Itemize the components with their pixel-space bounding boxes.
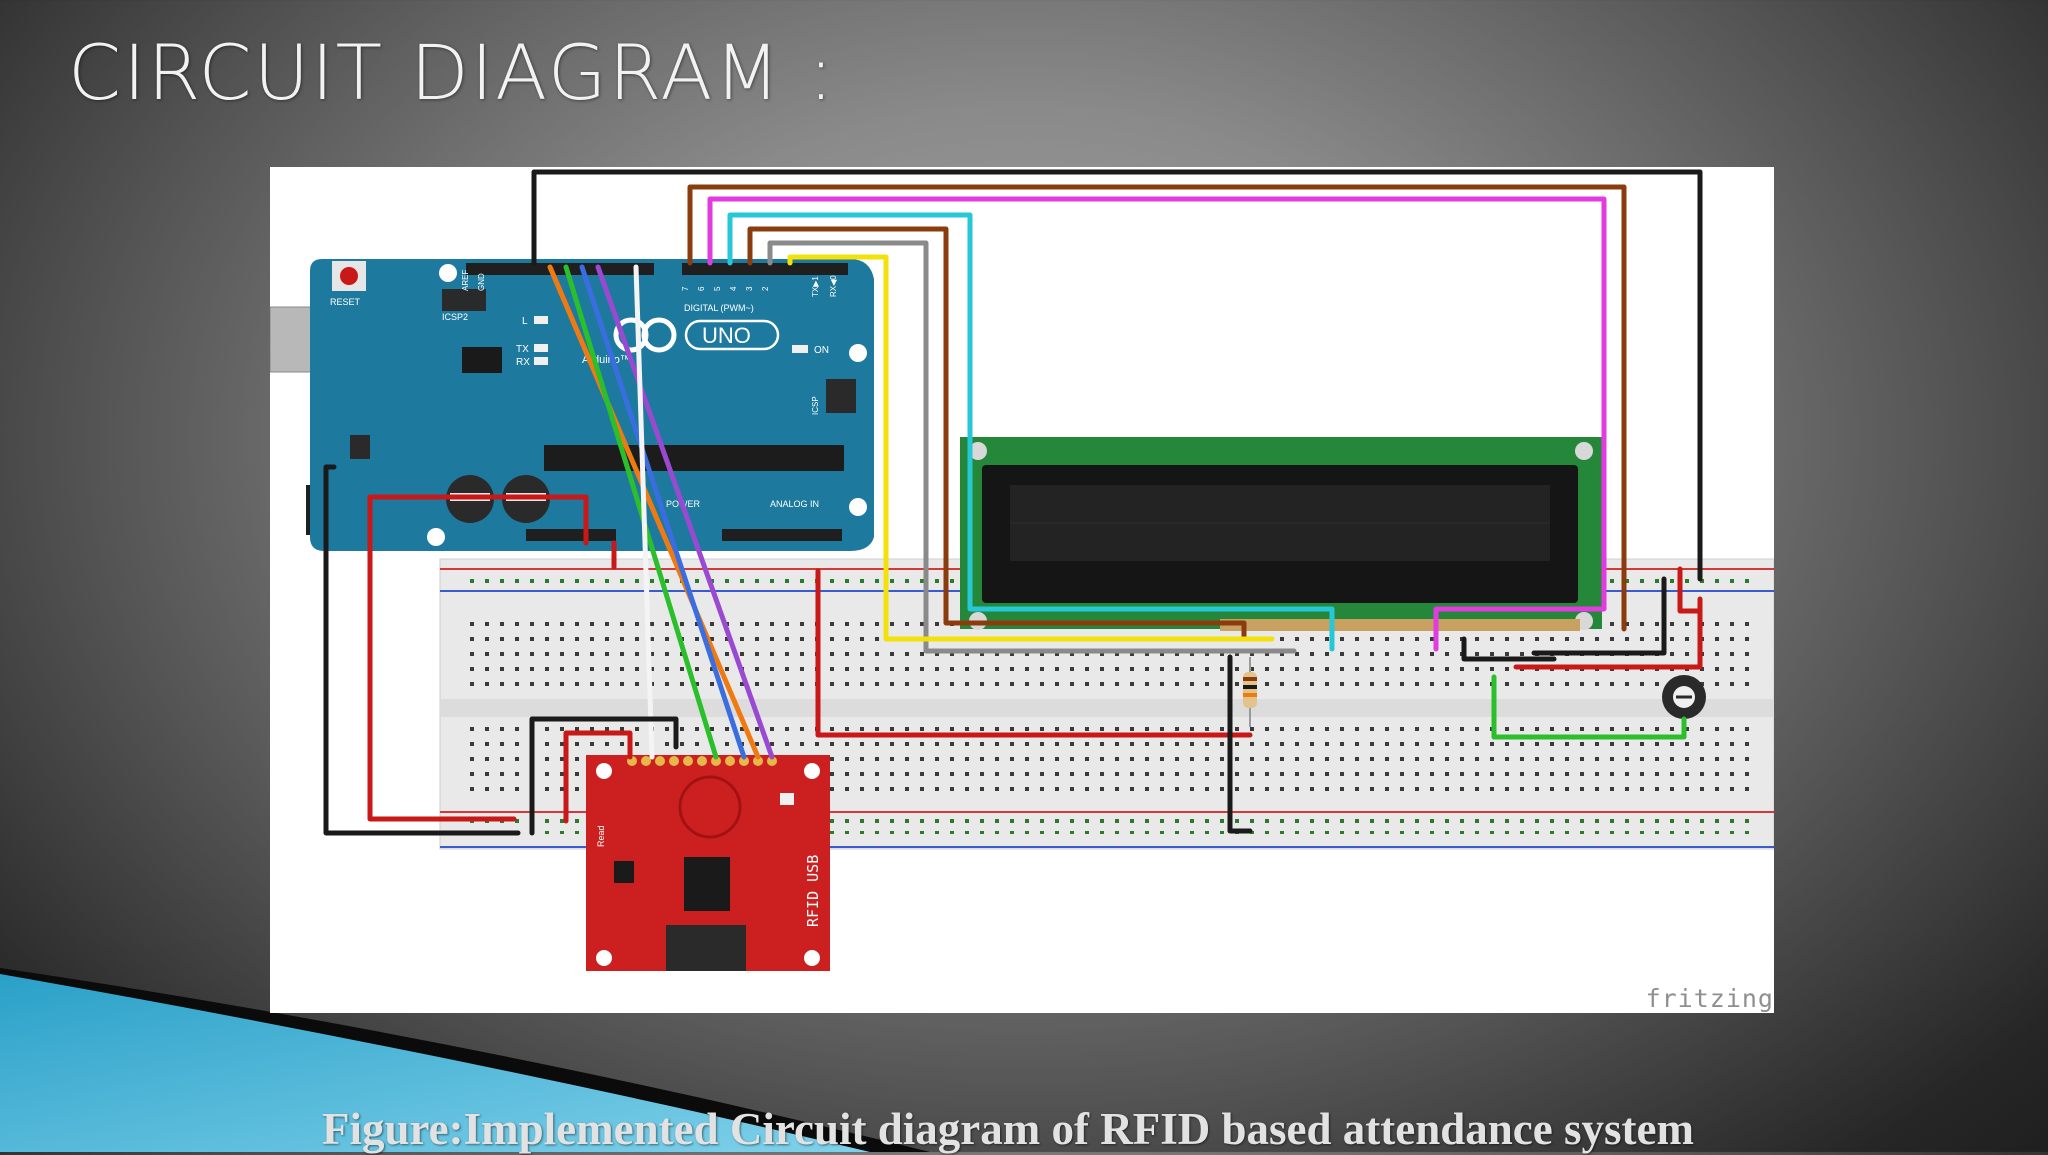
icsp2-label: ICSP2 <box>442 312 468 322</box>
wire-red-rfid <box>563 730 633 824</box>
wire-brown <box>687 184 1627 632</box>
slide-title: CIRCUIT DIAGRAM : <box>68 28 836 117</box>
wires <box>323 169 1703 836</box>
icsp-header <box>826 379 856 413</box>
icsp2-header <box>442 289 486 311</box>
pin-label: 3 <box>745 286 754 291</box>
fritzing-watermark: fritzing <box>1645 984 1774 1013</box>
pin-label: 5 <box>713 286 722 291</box>
digital-header-right <box>682 263 848 275</box>
digital-pin-labels: 7 6 5 4 3 2 TX▶1 RX◀0 <box>681 275 838 297</box>
rx-led-label: RX <box>516 357 530 368</box>
wire-green-pot <box>1491 674 1687 740</box>
wire-blue <box>579 264 747 760</box>
wire-green <box>563 264 719 760</box>
wire-orange <box>547 264 761 760</box>
circuit-diagram-figure: RESET ICSP2 AREF GND 7 6 5 4 3 2 TX▶1 RX… <box>270 167 1774 1013</box>
wire-red-mid <box>815 568 1253 738</box>
wire-red-right <box>1677 566 1703 658</box>
l-led-label: L <box>522 316 528 327</box>
read-led-label: Read <box>596 825 606 847</box>
atmega-chip <box>544 445 844 471</box>
pin-label: 2 <box>761 286 770 291</box>
icsp-label: ICSP <box>811 396 820 415</box>
wire-purple <box>595 264 775 760</box>
mini-usb-port <box>666 925 746 971</box>
analog-header <box>722 529 842 541</box>
chip-u3 <box>462 347 502 373</box>
power-header <box>526 529 616 541</box>
lcd-pin-header <box>1220 619 1580 631</box>
arduino-uno-board: RESET ICSP2 AREF GND 7 6 5 4 3 2 TX▶1 RX… <box>270 259 874 551</box>
wire-black-lcd <box>1461 636 1557 662</box>
gnd-label: GND <box>477 273 486 291</box>
rfid-chip <box>684 857 730 911</box>
wire-cyan <box>727 212 1335 652</box>
resistor <box>1243 657 1257 727</box>
wire-gray <box>767 240 1297 654</box>
pin-label: 6 <box>697 286 706 291</box>
pin-label: RX◀0 <box>829 275 838 297</box>
wire-black-left <box>323 464 521 836</box>
digital-header-left <box>466 263 654 275</box>
aref-label: AREF <box>461 270 470 291</box>
wire-magenta <box>707 196 1607 652</box>
arduino-logo: UNO Arduino™ <box>582 317 780 366</box>
wire-red-5v <box>367 494 589 822</box>
potentiometer <box>1662 675 1706 719</box>
rfid-usb-reader-board: Read RFID USB <box>586 755 830 971</box>
wire-black-mid <box>1227 654 1253 834</box>
wire-brown-2 <box>747 226 1247 642</box>
tx-led-label: TX <box>516 344 529 355</box>
digital-label: DIGITAL (PWM~) <box>684 303 754 313</box>
circuit-diagram-svg: RESET ICSP2 AREF GND 7 6 5 4 3 2 TX▶1 RX… <box>270 169 1774 971</box>
wire-white <box>633 264 655 760</box>
figure-caption: Figure:Implemented Circuit diagram of RF… <box>322 1104 1694 1154</box>
wire-black-rfid <box>529 716 679 836</box>
wire-black-pot <box>1531 576 1667 656</box>
uno-logo-text: UNO <box>702 323 751 348</box>
wire-black-gnd <box>531 169 1703 582</box>
analog-in-label: ANALOG IN <box>770 499 819 509</box>
pin-label: 7 <box>681 286 690 291</box>
pin-label: 4 <box>729 286 738 291</box>
wire-yellow <box>787 254 1275 642</box>
pin-label: TX▶1 <box>811 276 820 297</box>
lcd-16x2-display <box>960 437 1602 631</box>
rfid-usb-label: RFID USB <box>804 855 822 927</box>
reset-label: RESET <box>330 297 361 307</box>
on-led-label: ON <box>814 345 829 356</box>
